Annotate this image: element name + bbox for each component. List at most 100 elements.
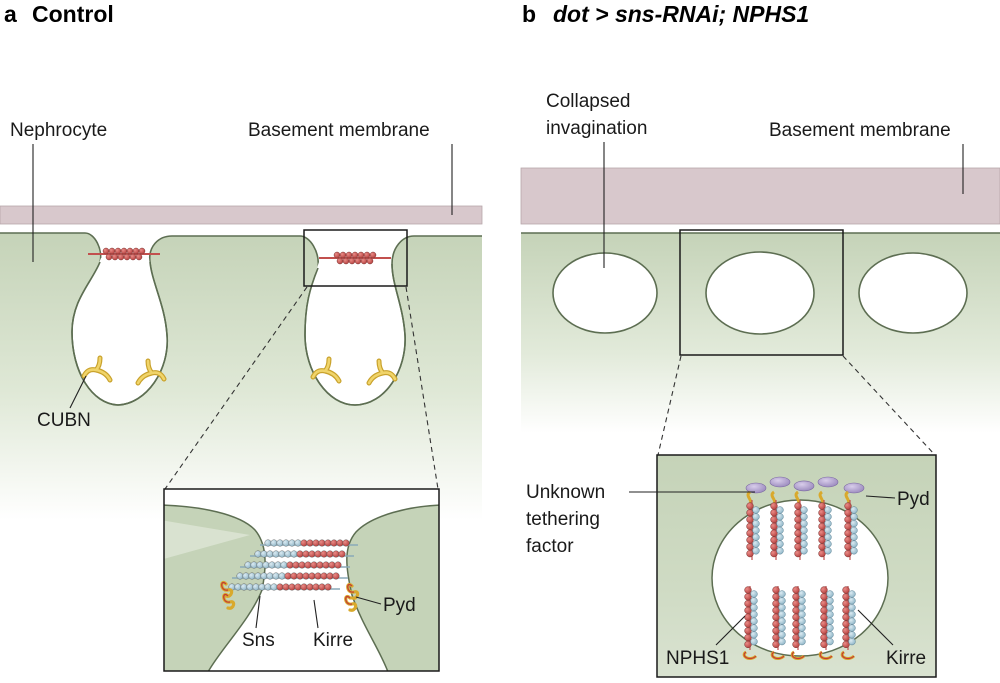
sns-bead [264,583,272,591]
tethering-factor [793,480,815,492]
panel-a-nephrocyte-label: Nephrocyte [10,120,107,141]
tethering-factor [769,476,791,488]
kirre-bead [290,572,298,580]
panel-b-collapsed-label-line1: Collapsed [546,91,631,112]
panel-a-cubn-label: CUBN [37,410,91,431]
kirre-bead [322,561,330,569]
kirre-bead [332,572,340,580]
kirre-bead [752,533,760,541]
kirre-bead [750,610,758,619]
panel-a-invagination-outline [71,261,406,406]
kirre-bead [826,610,834,619]
kirre-bead [308,572,316,580]
panel-a-pyd-leader [355,596,382,605]
pyd-anchor [345,596,353,605]
pyd-anchor [743,651,757,660]
sns-bead [234,583,242,591]
kirre-bead [776,547,784,555]
kirre-bead [330,539,338,547]
kirre-bead [342,257,350,265]
kirre-bead [848,603,856,612]
kirre-bead [296,572,304,580]
pyd-anchor [223,594,231,603]
sns-bead [278,550,286,558]
sns-bead [270,583,278,591]
kirre-bead [318,583,326,591]
kirre-bead [292,561,300,569]
sns-bead [280,561,288,569]
kirre-bead [326,572,334,580]
kirre-bead [138,247,146,255]
sns-bead [282,539,290,547]
panel-a-inset: Sns Kirre Pyd [163,488,440,672]
sns-bead [254,572,262,580]
kirre-bead [117,253,125,261]
tethering-factor [817,476,839,488]
kirre-bead [105,253,113,261]
kirre-bead [339,251,347,259]
kirre-bead [288,583,296,591]
panel-a: a Control Nephrocyte Basement membrane C… [0,1,483,672]
kirre-bead [345,251,353,259]
panel-b-inset-diaphragm [742,476,865,660]
kirre-bead [108,247,116,255]
nphs1-bead [770,549,778,558]
panel-b-zoom-box [679,229,844,356]
kirre-bead [132,247,140,255]
panel-a-zoom-box [303,229,408,287]
kirre-bead [824,506,832,514]
kirre-bead [826,631,834,639]
kirre-bead [800,526,808,535]
cubn-icon [136,359,166,385]
kirre-bead [102,247,110,255]
kirre-bead [826,624,834,632]
panel-a-pyd-label: Pyd [383,595,416,616]
pyd-anchor [791,651,805,660]
kirre-bead [824,547,832,555]
kirre-bead [336,539,344,547]
sns-bead [272,550,280,558]
kirre-bead [302,572,310,580]
kirre-bead [326,550,334,558]
kirre-bead [850,540,858,548]
panel-a-invagination-right [306,262,405,404]
nphs1-bead [842,586,850,594]
kirre-bead [752,506,760,514]
kirre-bead [778,624,786,632]
kirre-bead [824,533,832,541]
panel-b-kirre-leader [857,609,894,646]
nphs1-bead [744,586,752,594]
sns-bead [288,539,296,547]
kirre-bead [304,561,312,569]
panel-a-cubn-receptors [81,355,398,386]
kirre-bead [800,513,808,521]
nphs1-bead [792,640,800,649]
kirre-bead [850,513,858,521]
sns-bead [268,561,276,569]
panel-b-unknown-label-line2: tethering [526,509,600,530]
kirre-bead [752,547,760,555]
panel-b-basement-membrane-label: Basement membrane [769,120,951,141]
sns-bead [274,561,282,569]
kirre-bead [850,526,858,535]
kirre-bead [778,617,786,625]
kirre-bead [776,506,784,514]
pyd-anchor [841,651,855,660]
sns-bead [266,572,274,580]
panel-a-kirre-label: Kirre [313,630,353,651]
pyd-anchor [771,651,785,660]
kirre-bead [276,583,284,591]
kirre-bead [776,533,784,541]
panel-a-letter: a [4,1,17,27]
kirre-bead [324,539,332,547]
panel-b-collapsed-label-line2: invagination [546,118,647,139]
kirre-bead [778,637,786,646]
panel-b-collapsed-vesicle-2 [705,251,815,335]
kirre-bead [848,617,856,625]
nphs1-bead [772,640,780,649]
panel-b-title: dot > sns-RNAi; NPHS1 [553,1,809,27]
kirre-bead [320,572,328,580]
panel-b-collapsed-vesicle-1 [552,252,658,334]
panel-a-nephrocyte-cell [0,233,482,520]
